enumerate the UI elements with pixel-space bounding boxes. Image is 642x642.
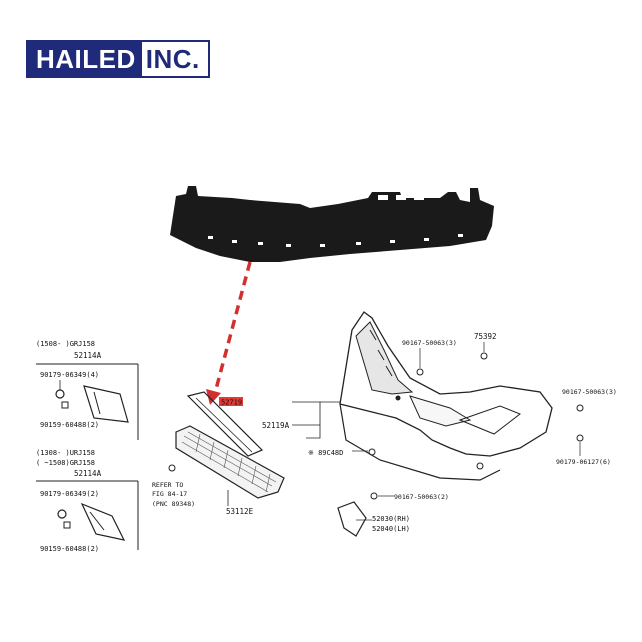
bracket-lh-label: 52040(LH) xyxy=(372,525,410,533)
clip-top-label: 75392 xyxy=(474,332,497,341)
logo-text-inc: INC. xyxy=(141,40,210,78)
box1-part-label: 52114A xyxy=(74,351,102,360)
bumper-cover: 90167-50063(3) 75392 90167-50063(3) 9017… xyxy=(262,311,617,481)
box1-bolt-label: 90179-06349(4) xyxy=(40,371,99,379)
license-bracket-box-2: (1308- )URJ158 ( ~1508)GRJ158 52114A 901… xyxy=(36,449,139,553)
retainer-strip: 52719 xyxy=(186,391,264,457)
brand-logo: HAILED INC. xyxy=(26,40,210,78)
box2-part-label: 52114A xyxy=(74,469,102,478)
box2-clip-label: 90159-60488(2) xyxy=(40,545,99,553)
box1-range-label: (1508- )GRJ158 xyxy=(36,340,95,348)
refer-line-2: FIG 84-17 xyxy=(152,490,187,498)
lower-bracket: 90167-50063(2) 52030(RH) 52040(LH) xyxy=(337,492,449,537)
box1-clip-label: 90159-60488(2) xyxy=(40,421,99,429)
callout-arrow xyxy=(206,261,252,405)
refer-line-1: REFER TO xyxy=(152,481,183,489)
logo-text-hailed: HAILED xyxy=(26,40,142,78)
absorber-part-image xyxy=(170,186,494,262)
highlighted-part-number: 52719 xyxy=(221,399,242,407)
box2-range2-label: ( ~1508)GRJ158 xyxy=(36,459,95,467)
refer-line-3: (PNC 89348) xyxy=(152,500,195,508)
box2-bolt-label: 90179-06349(2) xyxy=(40,490,99,498)
bolt-right-label: 90179-06127(6) xyxy=(556,458,611,466)
grille-part-number: 53112E xyxy=(226,507,254,516)
box2-range-label: (1308- )URJ158 xyxy=(36,449,95,457)
sensor-label: ※ 89C48D xyxy=(308,449,343,457)
highlighted-part-badge xyxy=(219,397,243,406)
bumper-cover-label: 52119A xyxy=(262,421,290,430)
screw-right-label: 90167-50063(3) xyxy=(562,388,617,396)
bracket-rh-label: 52030(RH) xyxy=(372,515,410,523)
license-bracket-box-1: (1508- )GRJ158 52114A 90179-06349(4) 901… xyxy=(36,340,139,440)
screw-bottom-label: 90167-50063(2) xyxy=(394,493,449,501)
grille-mesh: 53112E REFER TO FIG 84-17 (PNC 89348) xyxy=(152,425,285,516)
screw-top-label: 90167-50063(3) xyxy=(402,339,457,347)
